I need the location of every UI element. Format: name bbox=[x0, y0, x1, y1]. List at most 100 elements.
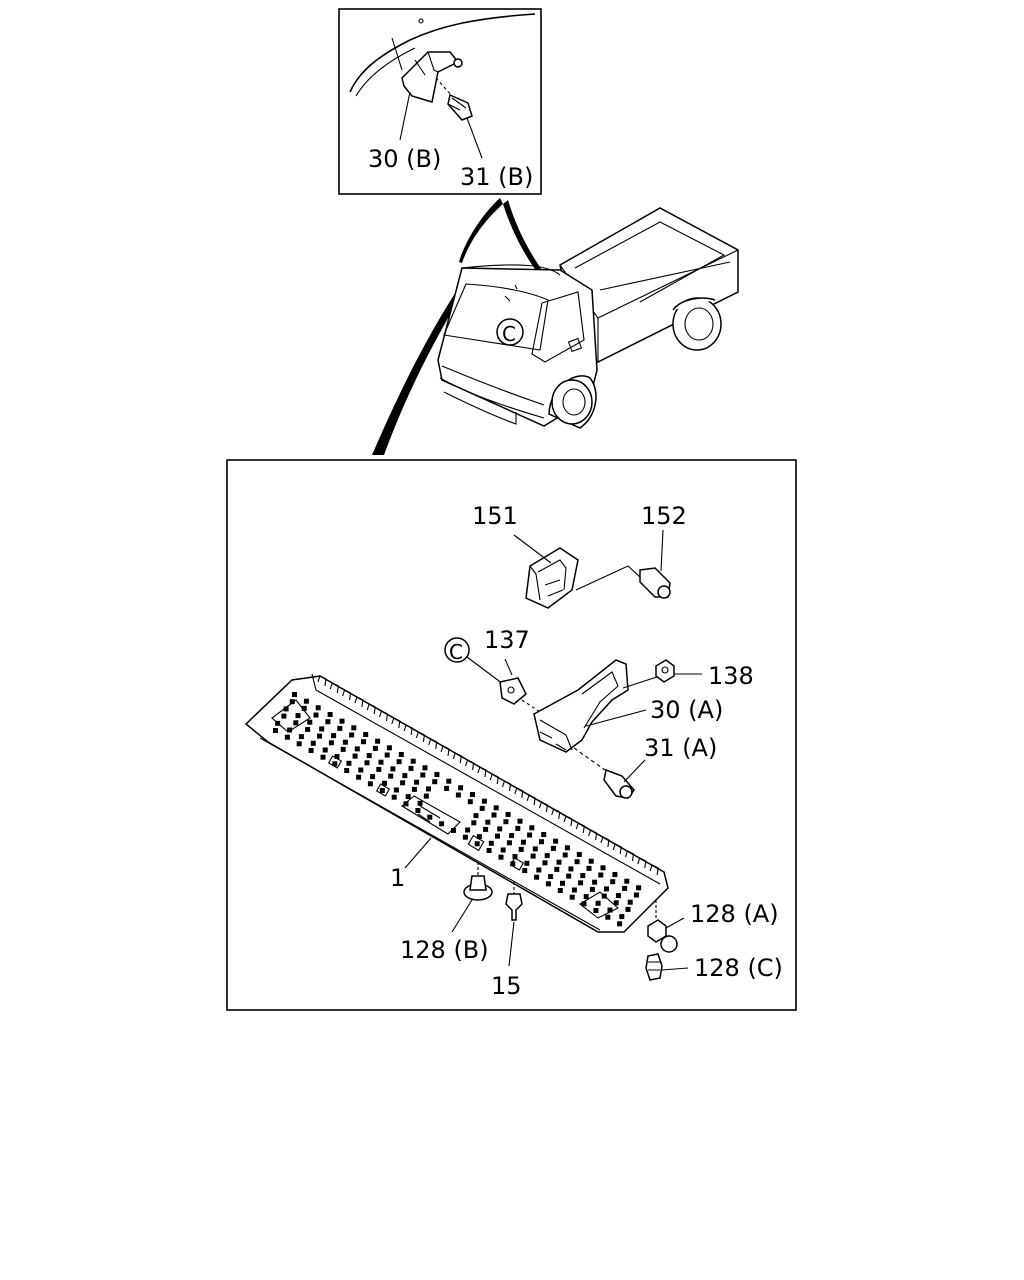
perforation-hole bbox=[455, 792, 461, 798]
perforation-hole bbox=[340, 746, 346, 752]
perforation-hole bbox=[498, 854, 504, 860]
perforation-hole bbox=[566, 873, 572, 879]
panel-rib bbox=[514, 787, 524, 799]
perforation-hole bbox=[470, 792, 475, 797]
perforation-hole bbox=[308, 748, 314, 753]
panel-rib bbox=[600, 836, 610, 848]
perforation-hole bbox=[390, 766, 396, 772]
perforation-hole bbox=[322, 747, 328, 753]
perforation-hole bbox=[346, 760, 352, 766]
perforation-hole bbox=[598, 872, 604, 878]
perforation-hole bbox=[503, 819, 509, 825]
panel-rib bbox=[612, 843, 622, 855]
perforation-hole bbox=[301, 705, 307, 711]
perforation-hole bbox=[331, 733, 337, 739]
perforation-hole bbox=[574, 859, 580, 865]
label-152: 152 bbox=[641, 502, 687, 530]
perforation-hole bbox=[497, 826, 503, 832]
perforation-hole bbox=[339, 718, 345, 724]
perforation-hole bbox=[393, 787, 399, 793]
perforation-hole bbox=[366, 753, 372, 759]
perforation-hole bbox=[485, 819, 491, 825]
perforation-hole bbox=[423, 793, 429, 799]
perforation-hole bbox=[327, 712, 333, 717]
perforation-hole bbox=[627, 899, 633, 905]
label-1: 1 bbox=[390, 864, 405, 892]
label-138: 138 bbox=[708, 662, 754, 690]
label-151: 151 bbox=[472, 502, 518, 530]
perforation-hole bbox=[370, 774, 376, 780]
perforation-hole bbox=[527, 832, 533, 838]
perforation-hole bbox=[515, 825, 521, 831]
perforation-hole bbox=[375, 738, 381, 744]
perforation-hole bbox=[612, 872, 618, 877]
perforation-pattern bbox=[273, 692, 642, 927]
panel-rib bbox=[391, 717, 401, 729]
panel-rib bbox=[329, 682, 339, 694]
perforation-hole bbox=[474, 841, 480, 847]
label-128c: 128 (C) bbox=[694, 954, 783, 982]
perforation-hole bbox=[386, 745, 392, 751]
perforation-hole bbox=[354, 746, 360, 752]
marker-c-137: C bbox=[449, 640, 463, 664]
perforation-hole bbox=[292, 692, 297, 697]
perforation-hole bbox=[601, 893, 607, 899]
perforation-hole bbox=[391, 794, 397, 800]
perforation-hole bbox=[275, 720, 281, 726]
label-15: 15 bbox=[491, 972, 522, 1000]
perforation-hole bbox=[379, 788, 385, 793]
part-30a-bracket: 30 (A) bbox=[533, 659, 723, 753]
perforation-hole bbox=[417, 800, 423, 806]
perforation-hole bbox=[408, 765, 414, 771]
perforation-hole bbox=[411, 786, 417, 792]
panel-rib bbox=[415, 731, 426, 743]
perforation-hole bbox=[313, 712, 319, 718]
perforation-hole bbox=[593, 908, 599, 913]
perforation-hole bbox=[595, 900, 601, 906]
perforation-hole bbox=[382, 780, 387, 786]
perforation-hole bbox=[479, 805, 485, 811]
perforation-hole bbox=[473, 813, 479, 819]
perforation-hole bbox=[465, 827, 471, 833]
perforation-hole bbox=[536, 867, 542, 873]
perforation-hole bbox=[617, 921, 623, 927]
perforation-hole bbox=[576, 852, 582, 857]
perforation-hole bbox=[293, 720, 299, 726]
perforation-hole bbox=[296, 741, 302, 747]
perforation-hole bbox=[524, 860, 530, 866]
perforation-hole bbox=[434, 772, 440, 777]
perforation-hole bbox=[289, 699, 295, 705]
part-128a-nut: 128 (A) bbox=[647, 900, 779, 953]
perforation-hole bbox=[332, 761, 338, 767]
perforation-hole bbox=[580, 873, 586, 879]
perforation-hole bbox=[396, 759, 402, 765]
perforation-hole bbox=[384, 752, 390, 758]
part-138-nut: 138 bbox=[655, 659, 754, 690]
truck-illustration: C bbox=[437, 207, 739, 429]
perforation-hole bbox=[352, 753, 358, 759]
label-30b: 30 (B) bbox=[368, 145, 441, 173]
perforation-hole bbox=[520, 839, 526, 845]
perforation-hole bbox=[388, 773, 394, 779]
perforation-hole bbox=[432, 779, 438, 785]
perforation-hole bbox=[367, 781, 373, 787]
part-151-clip: 151 bbox=[472, 502, 579, 609]
perforation-hole bbox=[427, 814, 433, 820]
detail-b-frame bbox=[338, 8, 542, 195]
part-15-screw: 15 bbox=[491, 882, 523, 1000]
perforation-hole bbox=[376, 766, 382, 772]
perforation-hole bbox=[310, 740, 316, 746]
panel-rib bbox=[440, 745, 450, 757]
perforation-hole bbox=[325, 719, 331, 725]
perforation-hole bbox=[307, 719, 313, 725]
perforation-hole bbox=[542, 860, 548, 866]
perforation-hole bbox=[317, 733, 322, 739]
perforation-hole bbox=[420, 772, 426, 778]
panel-rib bbox=[452, 752, 462, 764]
perforation-hole bbox=[578, 880, 584, 886]
perforation-hole bbox=[545, 881, 551, 887]
perforation-hole bbox=[568, 866, 574, 872]
perforation-hole bbox=[550, 845, 556, 851]
perforation-hole bbox=[364, 760, 370, 766]
perforation-hole bbox=[509, 833, 515, 839]
